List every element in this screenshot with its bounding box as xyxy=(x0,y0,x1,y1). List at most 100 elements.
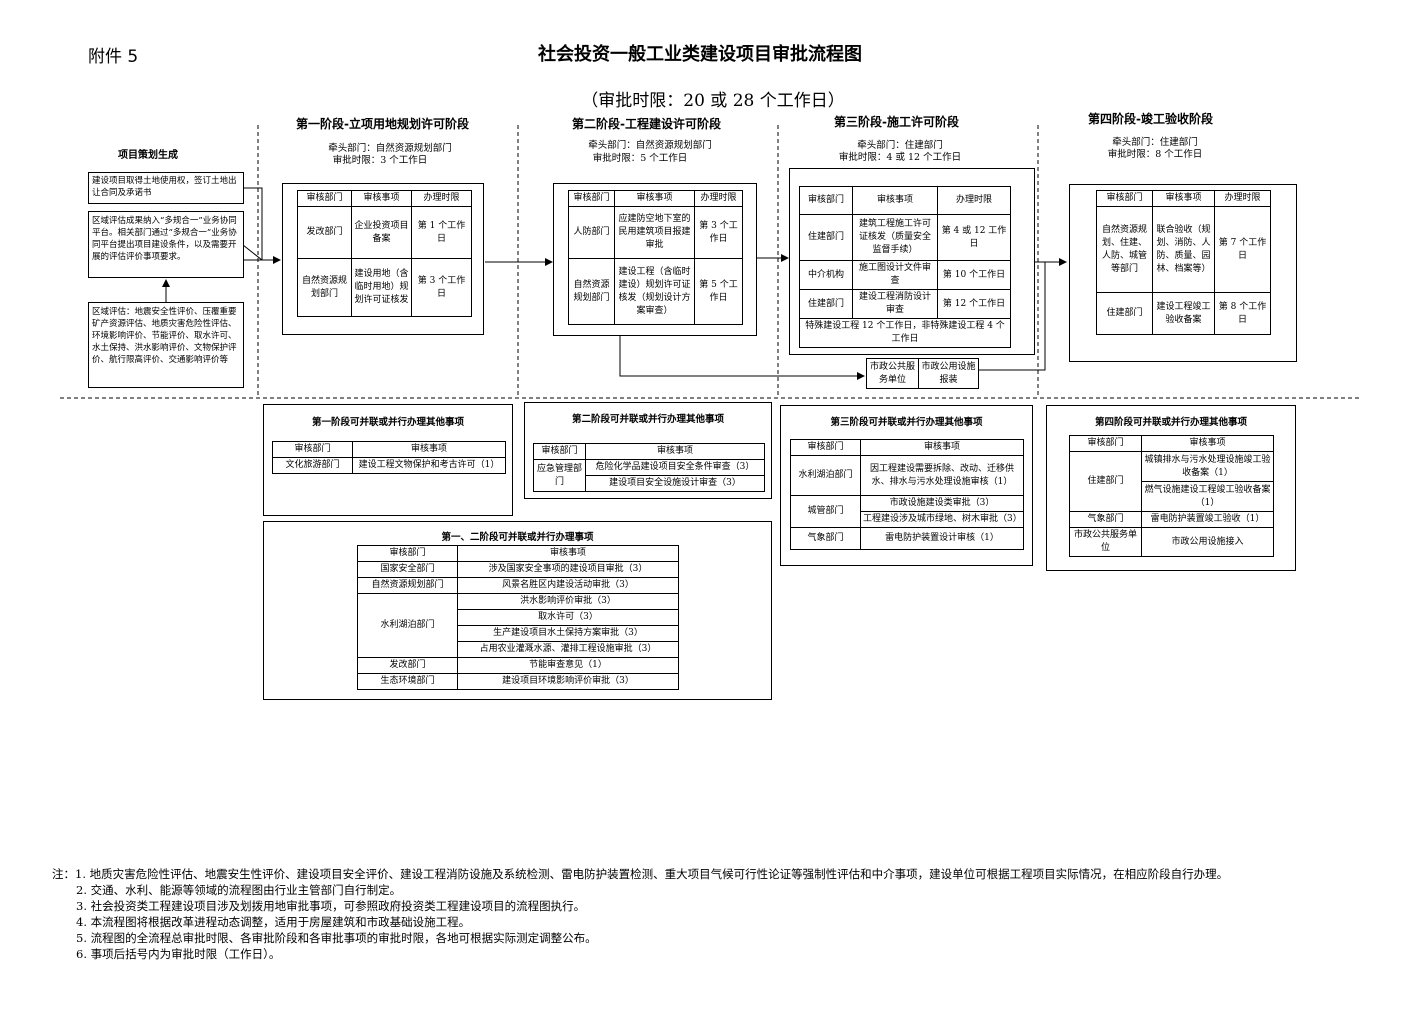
table-cell: 涉及国家安全事项的建设项目审批（3） xyxy=(457,561,679,578)
table-cell: 建设工程文物保护和考古许可（1） xyxy=(352,457,506,474)
table-cell: 雷电防护装置竣工验收（1） xyxy=(1141,511,1274,528)
stage3-lead: 牵头部门：住建部门 xyxy=(857,140,943,151)
col-item-header: 审核事项 xyxy=(1141,435,1274,452)
stage4-table: 审核部门审核事项办理时限 自然资源规划、住建、人防、城管等部门联合验收（规划、消… xyxy=(1096,190,1271,335)
table-cell: 市政公用设施接入 xyxy=(1141,527,1274,557)
col-dept-header: 审核部门 xyxy=(357,545,458,562)
table-cell: 洪水影响评价审批（3） xyxy=(457,593,679,610)
table-cell: 国家安全部门 xyxy=(357,561,458,578)
parallel12-table: 审核部门审核事项 国家安全部门涉及国家安全事项的建设项目审批（3） 自然资源规划… xyxy=(357,545,679,690)
col-dept-header: 审核部门 xyxy=(799,186,853,215)
parallel12-title: 第一、二阶段可并联或并行办理事项 xyxy=(441,532,594,543)
col-dept-header: 审核部门 xyxy=(297,190,352,207)
col-item-header: 审核事项 xyxy=(351,190,412,207)
table-cell: 市政公共服务单位 xyxy=(1069,527,1142,557)
parallel4-title: 第四阶段可并联或并行办理其他事项 xyxy=(1094,417,1247,428)
col-item-header: 审核事项 xyxy=(585,443,765,460)
col-item-header: 审核事项 xyxy=(614,190,695,207)
stage1-table: 审核部门审核事项办理时限 发改部门企业投资项目备案第 1 个工作日 自然资源规划… xyxy=(297,190,472,317)
table-cell: 危险化学品建设项目安全条件审查（3） xyxy=(585,459,765,476)
table-cell: 城镇排水与污水处理设施竣工验收备案（1） xyxy=(1141,451,1274,482)
note-4: 4. 本流程图将根据改革进程动态调整，适用于房屋建筑和市政基础设施工程。 xyxy=(76,915,471,929)
table-cell: 生态环境部门 xyxy=(357,673,458,690)
page-subtitle: （审批时限：20 或 28 个工作日） xyxy=(581,91,845,111)
col-time-header: 办理时限 xyxy=(1214,190,1271,207)
table-cell: 文化旅游部门 xyxy=(272,457,353,474)
parallel4-table: 审核部门审核事项 住建部门城镇排水与污水处理设施竣工验收备案（1） 燃气设施建设… xyxy=(1069,435,1274,557)
col-dept-header: 审核部门 xyxy=(790,439,861,456)
note-1: 注：1. 地质灾害危险性评估、地震安生性评价、建设项目安全评价、建设工程消防设施… xyxy=(52,867,1229,881)
table-cell: 市政设施建设类审批（3） xyxy=(860,495,1024,512)
table-cell: 建设项目环境影响评价审批（3） xyxy=(457,673,679,690)
land-use-box: 建设项目取得土地使用权，签订土地出让合同及承诺书 xyxy=(88,172,244,204)
table-cell: 占用农业灌溉水源、灌排工程设施审批（3） xyxy=(457,641,679,658)
table-cell: 雷电防护装置设计审核（1） xyxy=(860,527,1024,550)
table-cell: 建设工程（含临时建设）规划许可证核发（规划设计方案审查） xyxy=(614,258,695,325)
table-cell: 自然资源规划、住建、人防、城管等部门 xyxy=(1096,206,1153,293)
col-dept-header: 审核部门 xyxy=(568,190,615,207)
table-cell: 因工程建设需要拆除、改动、迁移供水、排水与污水处理设施审核（1） xyxy=(860,455,1024,496)
table-cell: 住建部门 xyxy=(1069,451,1142,512)
stage4-title: 第四阶段-竣工验收阶段 xyxy=(1088,112,1213,126)
attachment-label: 附件 5 xyxy=(88,47,139,67)
table-cell: 市政公共服务单位 xyxy=(866,358,919,389)
col-item-header: 审核事项 xyxy=(457,545,679,562)
table-cell: 生产建设项目水土保持方案审批（3） xyxy=(457,625,679,642)
table-cell: 节能审查意见（1） xyxy=(457,657,679,674)
table-cell: 城管部门 xyxy=(790,495,861,528)
note-2: 2. 交通、水利、能源等领域的流程图由行业主管部门自行制定。 xyxy=(76,883,402,897)
col-dept-header: 审核部门 xyxy=(272,441,353,458)
table-cell: 第 12 个工作日 xyxy=(937,289,1011,319)
table-cell: 自然资源规划部门 xyxy=(297,258,352,317)
table-cell: 建设工程竣工验收备案 xyxy=(1152,292,1215,335)
table-cell: 取水许可（3） xyxy=(457,609,679,626)
col-item-header: 审核事项 xyxy=(352,441,506,458)
table-cell: 第 4 或 12 工作日 xyxy=(937,214,1011,261)
col-dept-header: 审核部门 xyxy=(533,443,586,460)
stage3-table: 审核部门审核事项办理时限 住建部门建筑工程施工许可证核发（质量安全监督手续）第 … xyxy=(799,186,1011,348)
regional-assessment-box: 区域评估：地震安全性评价、压覆重要矿产资源评估、地质灾害危险性评估、环境影响评价… xyxy=(88,302,244,388)
parallel2-table: 审核部门审核事项 应急管理部门危险化学品建设项目安全条件审查（3） 建设项目安全… xyxy=(533,443,765,492)
multi-plan-box: 区域评估成果纳入“多规合一”业务协同平台。相关部门通过“多规合一”业务协同平台提… xyxy=(88,211,244,278)
note-5: 5. 流程图的全流程总审批时限、各审批阶段和各审批事项的审批时限，各地可根据实际… xyxy=(76,931,597,945)
table-cell: 建筑工程施工许可证核发（质量安全监督手续） xyxy=(852,214,938,261)
table-cell: 住建部门 xyxy=(1096,292,1153,335)
stage1-lead: 牵头部门：自然资源规划部门 xyxy=(328,143,452,154)
table-cell: 水利湖泊部门 xyxy=(790,455,861,496)
table-cell: 住建部门 xyxy=(799,214,853,261)
table-cell: 发改部门 xyxy=(357,657,458,674)
table-cell: 人防部门 xyxy=(568,206,615,259)
table-cell: 第 7 个工作日 xyxy=(1214,206,1271,293)
table-cell: 气象部门 xyxy=(790,527,861,550)
note-3: 3. 社会投资类工程建设项目涉及划拨用地审批事项，可参照政府投资类工程建设项目的… xyxy=(76,899,586,913)
col-dept-header: 审核部门 xyxy=(1096,190,1153,207)
stage3-title: 第三阶段-施工许可阶段 xyxy=(834,115,959,129)
table-cell: 发改部门 xyxy=(297,206,352,259)
page-title: 社会投资一般工业类建设项目审批流程图 xyxy=(538,44,862,65)
table-cell: 第 8 个工作日 xyxy=(1214,292,1271,335)
table-cell: 建设工程消防设计审查 xyxy=(852,289,938,319)
table-cell: 应建防空地下室的民用建筑项目报建审批 xyxy=(614,206,695,259)
stage3-footer: 特殊建设工程 12 个工作日，非特殊建设工程 4 个工作日 xyxy=(799,318,1011,348)
col-time-header: 办理时限 xyxy=(937,186,1011,215)
table-cell: 联合验收（规划、消防、人防、质量、园林、档案等） xyxy=(1152,206,1215,293)
stage2-title: 第二阶段-工程建设许可阶段 xyxy=(572,117,721,131)
col-time-header: 办理时限 xyxy=(694,190,743,207)
table-cell: 第 3 个工作日 xyxy=(411,258,472,317)
table-cell: 应急管理部门 xyxy=(533,459,586,492)
parallel1-title: 第一阶段可并联或并行办理其他事项 xyxy=(311,417,464,428)
stage1-title: 第一阶段-立项用地规划许可阶段 xyxy=(296,117,469,131)
table-cell: 风景名胜区内建设活动审批（3） xyxy=(457,577,679,594)
col-dept-header: 审核部门 xyxy=(1069,435,1142,452)
table-cell: 市政公用设施报装 xyxy=(918,358,979,389)
table-cell: 第 3 个工作日 xyxy=(694,206,743,259)
note-6: 6. 事项后括号内为审批时限（工作日）。 xyxy=(76,947,281,961)
table-cell: 建设用地（含临时用地）规划许可证核发 xyxy=(351,258,412,317)
table-cell: 水利湖泊部门 xyxy=(357,593,458,658)
table-cell: 住建部门 xyxy=(799,289,853,319)
parallel3-title: 第三阶段可并联或并行办理其他事项 xyxy=(830,417,983,428)
table-cell: 第 1 个工作日 xyxy=(411,206,472,259)
table-cell: 第 5 个工作日 xyxy=(694,258,743,325)
table-cell: 自然资源规划部门 xyxy=(568,258,615,325)
stage2-table: 审核部门审核事项办理时限 人防部门应建防空地下室的民用建筑项目报建审批第 3 个… xyxy=(568,190,743,325)
